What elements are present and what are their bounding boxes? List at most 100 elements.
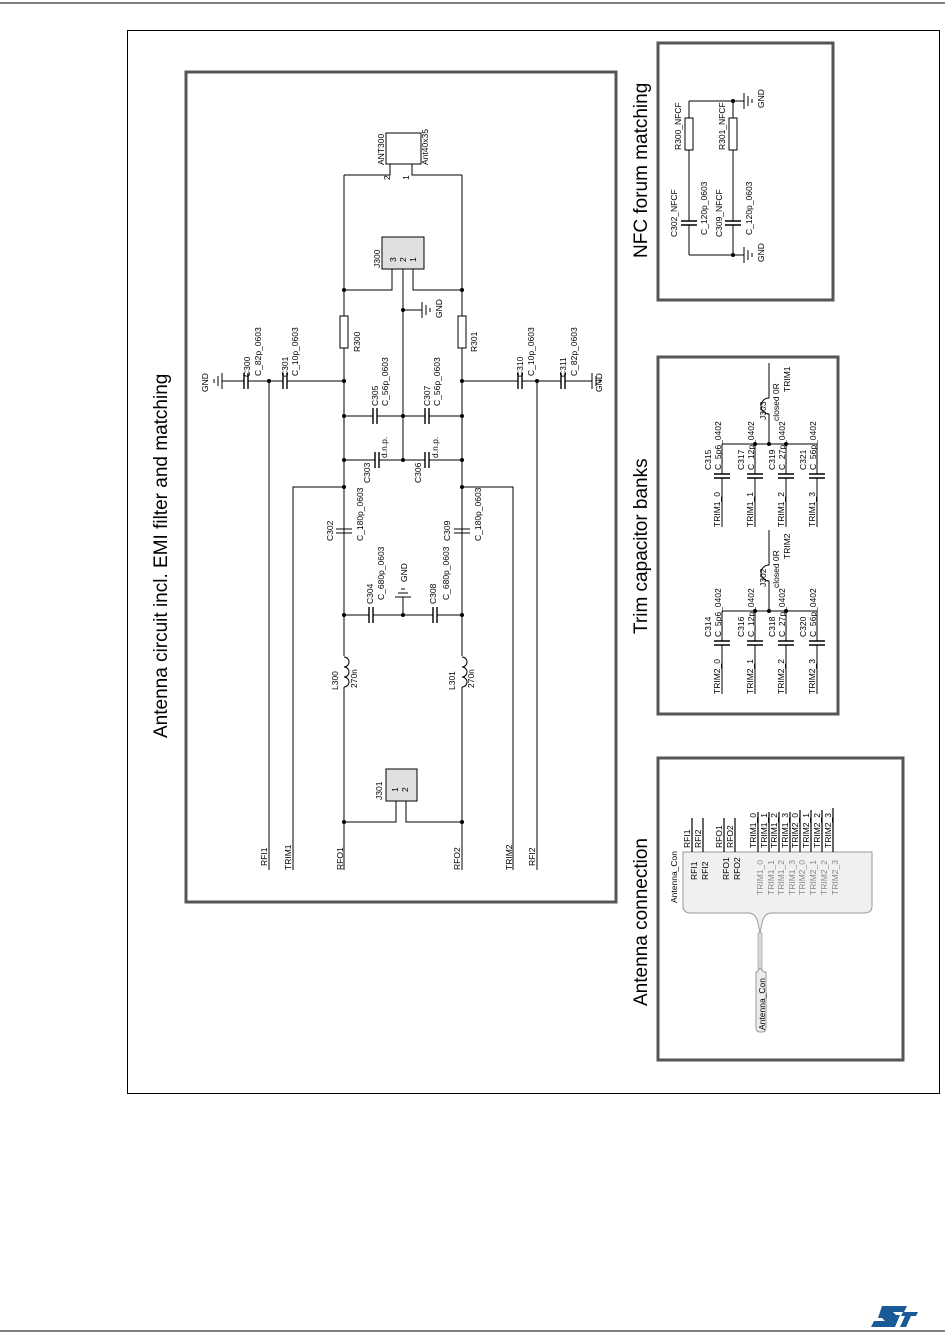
st-logo-t bbox=[900, 1312, 918, 1327]
label-c316-value: C_12p_0402 bbox=[746, 588, 756, 637]
jumper-j300 bbox=[381, 236, 425, 270]
net-label-rfi2: RFI2 bbox=[527, 847, 537, 866]
label-c309-nfcf-value: C_120p_0603 bbox=[744, 181, 754, 235]
label-r301-nfcf: R301_NFCF bbox=[717, 102, 727, 150]
label-c306-value: d.n.p. bbox=[430, 437, 440, 458]
label-c302-value: C_180p_0603 bbox=[355, 487, 365, 541]
label-c307-value: C_56p_0603 bbox=[432, 357, 442, 406]
label-ant300: ANT300 bbox=[376, 134, 386, 165]
harness-entry-label: RFO2 bbox=[732, 857, 742, 880]
label-c318: C318 bbox=[767, 616, 777, 637]
trim-bank-1: C315 C_5p6_0402 C317 C_12p_0402 C319 C_2… bbox=[703, 363, 825, 527]
harness-entry-label: TRIM2_3 bbox=[830, 860, 840, 895]
harness-cable bbox=[757, 932, 763, 970]
harness-entry-label: RFO1 bbox=[721, 857, 731, 880]
label-c310-value: C_10p_0603 bbox=[526, 327, 536, 376]
label-r300: R300 bbox=[352, 331, 362, 352]
resistor-r301-nfcf bbox=[728, 117, 738, 151]
capacitor-c302-c309 bbox=[336, 528, 470, 534]
harness-entry-label: RFI2 bbox=[700, 861, 710, 880]
harness-connector[interactable] bbox=[755, 967, 767, 1033]
ground-icon bbox=[403, 302, 431, 318]
harness-entry-label: TRIM2_2 bbox=[819, 860, 829, 895]
capacitor-c304-c308 bbox=[368, 607, 438, 623]
label-c308: C308 bbox=[428, 583, 438, 604]
net-label-trim1-bank: TRIM1 bbox=[782, 366, 792, 392]
label-c321-value: C_56p_0402 bbox=[808, 421, 818, 470]
capacitor-bank1 bbox=[714, 473, 825, 479]
label-c319: C319 bbox=[767, 449, 777, 470]
capacitor-c300-c301 bbox=[243, 373, 288, 389]
capacitor-nfcf bbox=[681, 220, 741, 226]
label-l300: L300 bbox=[330, 671, 340, 690]
title-nfc-matching: NFC forum matching bbox=[631, 83, 652, 258]
harness-entry-label: RFI1 bbox=[689, 861, 699, 880]
label-r301: R301 bbox=[469, 331, 479, 352]
inductor-icon bbox=[343, 656, 468, 688]
label-j302: J302 bbox=[758, 568, 768, 587]
label-c305-value: C_56p_0603 bbox=[380, 357, 390, 406]
harness-entry-label: TRIM1_2 bbox=[776, 860, 786, 895]
figure-frame bbox=[127, 30, 940, 1094]
net-label-rfo2: RFO2 bbox=[452, 847, 462, 870]
title-trim-banks: Trim capacitor banks bbox=[631, 458, 652, 634]
label-j302-value: closed 0R bbox=[771, 550, 781, 588]
label-c315-value: C_5p6_0402 bbox=[713, 421, 723, 470]
title-antenna-connection: Antenna connection bbox=[631, 838, 652, 1006]
label-l301-value: 270n bbox=[466, 669, 476, 688]
label-ant-pin2: 2 bbox=[382, 175, 392, 180]
harness-net-label: TRIM1_1 bbox=[759, 813, 769, 848]
label-c301: C301 bbox=[280, 356, 290, 377]
label-r300-nfcf: R300_NFCF bbox=[673, 102, 683, 150]
ground-icon bbox=[395, 588, 411, 598]
label-j300-pin2: 2 bbox=[398, 257, 408, 262]
label-c317: C317 bbox=[736, 449, 746, 470]
label-gnd-right: GND bbox=[594, 373, 604, 392]
net-label-trim1-0: TRIM1_0 bbox=[712, 492, 722, 527]
label-j300-pin3: 3 bbox=[388, 257, 398, 262]
label-c314: C314 bbox=[703, 616, 713, 637]
title-emi-filter: Antenna circuit incl. EMI filter and mat… bbox=[151, 374, 172, 738]
label-gnd-left: GND bbox=[200, 373, 210, 392]
net-label-trim1: TRIM1 bbox=[283, 844, 293, 870]
label-j303: J303 bbox=[758, 401, 768, 420]
net-label-trim2-0: TRIM2_0 bbox=[712, 659, 722, 694]
harness-net-label: TRIM1_0 bbox=[748, 813, 758, 848]
label-c319-value: C_27p_0402 bbox=[777, 421, 787, 470]
label-c303: C303 bbox=[362, 462, 372, 483]
jumper-j301 bbox=[385, 768, 418, 802]
resistor-r301 bbox=[457, 315, 467, 349]
label-ant-pin1: 1 bbox=[401, 175, 411, 180]
label-c320: C320 bbox=[798, 616, 808, 637]
label-j303-value: closed 0R bbox=[771, 383, 781, 421]
capacitor-c310-c311 bbox=[517, 373, 566, 389]
label-c315: C315 bbox=[703, 449, 713, 470]
harness-body bbox=[682, 851, 873, 934]
label-j300: J300 bbox=[372, 249, 382, 268]
label-c304: C304 bbox=[365, 583, 375, 604]
label-c301-value: C_10p_0603 bbox=[290, 327, 300, 376]
harness-entry-label: TRIM1_0 bbox=[755, 860, 765, 895]
label-c305: C305 bbox=[370, 385, 380, 406]
st-logo bbox=[871, 1306, 918, 1327]
harness-net-label: TRIM2_2 bbox=[812, 813, 822, 848]
harness-net-label: RFI2 bbox=[693, 829, 703, 848]
net-label-rfo1: RFO1 bbox=[335, 847, 345, 870]
net-label-trim2: TRIM2 bbox=[504, 844, 514, 870]
label-c300-value: C_82p_0603 bbox=[253, 327, 263, 376]
harness-net-label: TRIM1_2 bbox=[769, 813, 779, 848]
label-c321: C321 bbox=[798, 449, 808, 470]
harness-net-label: RFO1 bbox=[714, 825, 724, 848]
label-ant-value: Ant40x35 bbox=[420, 129, 430, 165]
net-label-trim2-3: TRIM2_3 bbox=[807, 659, 817, 694]
label-l301: L301 bbox=[447, 671, 457, 690]
harness-net-label: TRIM1_3 bbox=[780, 813, 790, 848]
label-gnd-center: GND bbox=[399, 563, 409, 582]
harness-net-label: TRIM2_1 bbox=[801, 813, 811, 848]
resistor-r300-nfcf bbox=[684, 117, 694, 151]
label-c311: C311 bbox=[558, 357, 568, 377]
harness-entry-label: TRIM1_3 bbox=[787, 860, 797, 895]
capacitor-bank2 bbox=[714, 640, 825, 646]
emi-filter-block: ANT300 Ant40x35 2 1 J300 3 2 1 GND R300 … bbox=[184, 70, 618, 904]
